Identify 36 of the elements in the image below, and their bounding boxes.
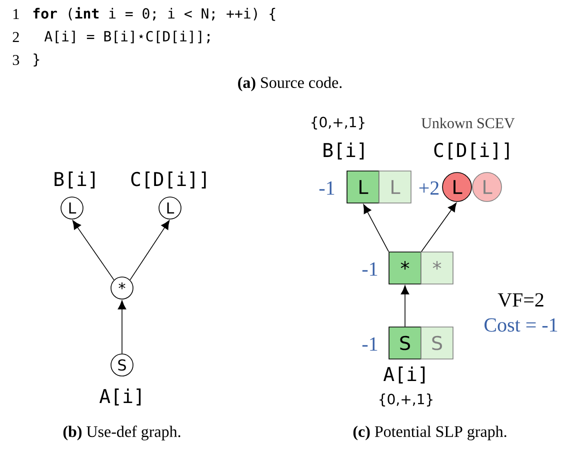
node-label: C[D[i]] (434, 142, 509, 160)
operation-box: * (388, 252, 422, 284)
node-label: -1 (362, 337, 378, 351)
node-label: A[i] (383, 366, 425, 384)
line-number: 2 (12, 32, 19, 42)
code-line: } (34, 54, 40, 66)
arrow (400, 285, 410, 327)
cost-label: Cost = -1 (484, 318, 558, 332)
node-label: A[i] (99, 388, 141, 406)
line-number: 1 (14, 9, 19, 19)
caption: (a) Source code. (238, 76, 342, 92)
arrow (421, 202, 457, 252)
operation-box: L (346, 170, 380, 204)
operation-box: L (378, 170, 412, 204)
caption: (c) Potential SLP graph. (353, 426, 506, 440)
node-label: B[i] (324, 142, 364, 160)
node-label: B[i] (54, 172, 95, 188)
caption: (b) Use-def graph. (63, 426, 180, 440)
operation-box: * (420, 252, 454, 284)
code-line: A[i] = B[i]⋆C[D[i]]; (44, 30, 210, 44)
line-number: 3 (12, 54, 20, 66)
arrow (130, 220, 170, 280)
arrow (363, 204, 389, 252)
node-label: C[D[i]] (131, 172, 206, 188)
code-line: for (int i = 0; i < N; ++i) { (33, 7, 276, 21)
operation-box: S (388, 326, 422, 360)
vectorization-factor: VF=2 (498, 293, 544, 307)
node-label: -1 (362, 262, 378, 276)
operation-box: S (420, 326, 454, 360)
node-label: {0,+,1} (380, 394, 432, 406)
arrow (118, 300, 126, 354)
node-label: Unkown SCEV (421, 118, 515, 128)
node-label: -1 (319, 181, 334, 195)
arrow (72, 220, 114, 280)
node-label: {0,+,1} (312, 116, 364, 130)
node-label: +2 (419, 181, 439, 195)
